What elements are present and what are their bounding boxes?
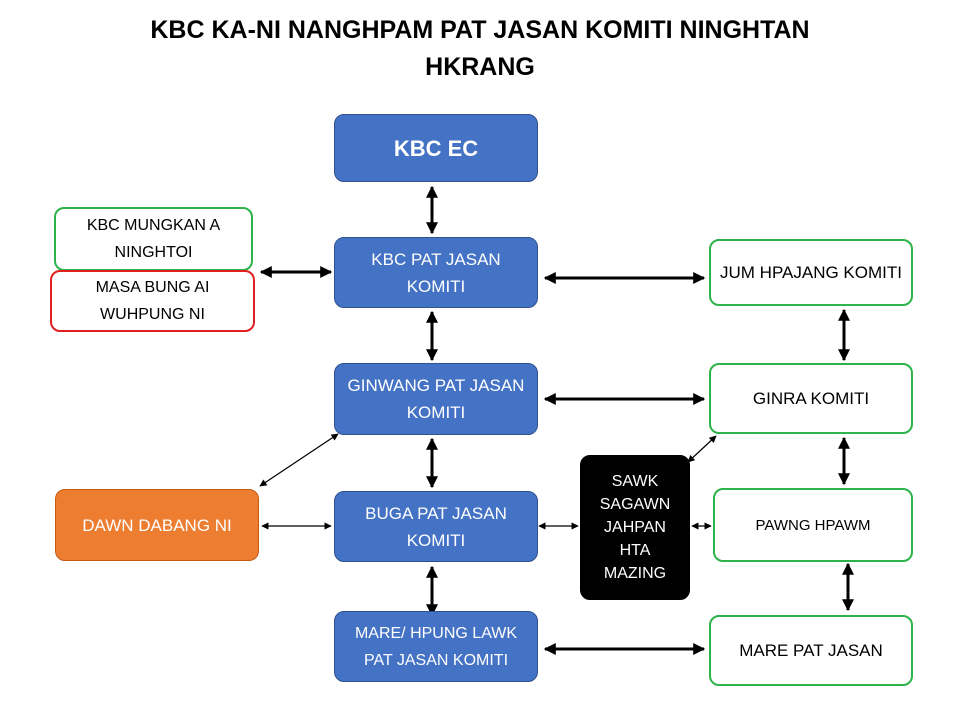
node-ginwang: GINWANG PAT JASAN KOMITI: [334, 363, 538, 435]
arrow-sawk-ginra: [687, 435, 717, 463]
node-masa-bung: MASA BUNG AI WUHPUNG NI: [50, 270, 255, 332]
node-kbc-mungkan: KBC MUNGKAN A NINGHTOI: [54, 207, 253, 271]
arrow-dawn-ginwang: [259, 433, 339, 487]
node-ginra: GINRA KOMITI: [709, 363, 913, 434]
node-kbc-pat-jasan: KBC PAT JASAN KOMITI: [334, 237, 538, 308]
node-buga: BUGA PAT JASAN KOMITI: [334, 491, 538, 562]
node-mare-pat-jasan: MARE PAT JASAN: [709, 615, 913, 686]
node-kbc-ec: KBC EC: [334, 114, 538, 182]
node-mare-hpung: MARE/ HPUNG LAWK PAT JASAN KOMITI: [334, 611, 538, 682]
node-sawk-sagawn: SAWK SAGAWN JAHPAN HTA MAZING: [580, 455, 690, 600]
diagram-title-line2: HKRANG: [425, 53, 535, 81]
node-pawng-hpawm: PAWNG HPAWM: [713, 488, 913, 562]
node-jum-hpajang: JUM HPAJANG KOMITI: [709, 239, 913, 306]
diagram-title-line1: KBC KA-NI NANGHPAM PAT JASAN KOMITI NING…: [150, 16, 810, 44]
node-dawn-dabang: DAWN DABANG NI: [55, 489, 259, 561]
